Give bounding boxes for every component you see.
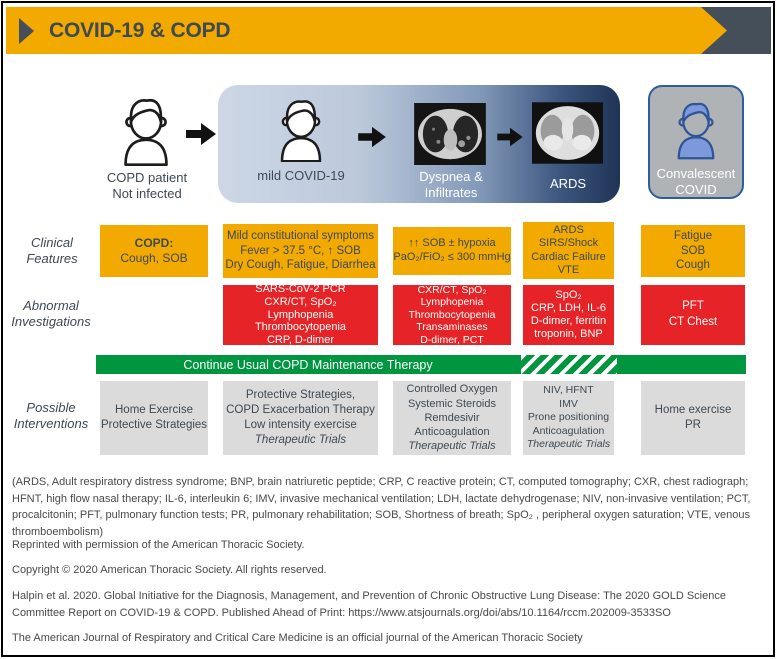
reprint-notice: Reprinted with permission of the America…	[12, 539, 305, 551]
intervention-box-ards: NIV, HFNT IMV Prone positioning Anticoag…	[523, 381, 614, 455]
abbreviations-text: (ARDS, Adult respiratory distress syndro…	[12, 476, 751, 538]
clinical-box-copd: COPD: Cough, SOB	[100, 225, 208, 277]
arrow-right-icon	[497, 126, 523, 148]
abnormal-box-mild: SARS-CoV-2 PCR CXR/CT, SpO₂ Lymphopenia …	[223, 283, 378, 346]
ct-scan-infiltrates-image	[414, 103, 486, 165]
journal-statement: The American Journal of Respiratory and …	[12, 632, 583, 644]
convalescent-panel	[648, 85, 744, 199]
clinical-box-mild: Mild constitutional symptoms Fever > 37.…	[223, 224, 378, 278]
arrow-right-icon	[186, 121, 216, 147]
clinical-box-convalescent: Fatigue SOB Cough	[641, 225, 745, 277]
mild-covid-patient-icon	[271, 96, 331, 163]
clinical-box-copd-heading: COPD:	[134, 236, 174, 250]
stage-label-mild-covid: mild COVID-19	[257, 168, 345, 183]
stage-label-convalescent: Convalescent COVID	[656, 166, 736, 198]
citation-text: Halpin et al. 2020. Global Initiative fo…	[12, 590, 726, 619]
intervention-box-dyspnea: Controlled Oxygen Systemic Steroids Remd…	[393, 381, 511, 455]
intervention-box-copd: Home Exercise Protective Strategies	[100, 381, 208, 455]
convalescent-patient-icon	[669, 98, 723, 160]
stage-label-infiltrates: Dyspnea & Infiltrates	[419, 169, 483, 201]
row-label-clinical-features: Clinical Features	[26, 235, 78, 267]
header-arrow-icon	[19, 18, 34, 44]
intervention-box-ards-text: NIV, HFNT IMV Prone positioning Anticoag…	[527, 383, 610, 437]
intervention-box-ards-trials: Therapeutic Trials	[526, 438, 611, 451]
maintenance-therapy-label: Continue Usual COPD Maintenance Therapy	[183, 357, 433, 372]
clinical-box-copd-text: Cough, SOB	[120, 251, 188, 265]
intervention-box-convalescent: Home exercise PR	[641, 381, 745, 455]
stage-label-ards: ARDS	[549, 176, 587, 191]
header-banner: COVID-19 & COPD	[6, 7, 727, 54]
intervention-box-dyspnea-text: Controlled Oxygen Systemic Steroids Remd…	[406, 383, 498, 439]
abnormal-box-dyspnea: CXR/CT, SpO₂ Lymphopenia Thrombocytopeni…	[393, 284, 511, 346]
copyright-notice: Copyright © 2020 American Thoracic Socie…	[12, 564, 327, 576]
arrow-right-icon	[358, 125, 386, 149]
intervention-box-mild-text: Protective Strategies, COPD Exacerbation…	[226, 389, 375, 431]
row-label-abnormal-investigations: Abnormal Investigations	[11, 298, 91, 330]
clinical-box-dyspnea: ↑↑ SOB ± hypoxia PaO₂/FiO₂ ≤ 300 mmHg	[393, 227, 511, 275]
intervention-box-mild-trials: Therapeutic Trials	[254, 433, 347, 446]
clinical-box-ards: ARDS SIRS/Shock Cardiac Failure VTE	[523, 222, 614, 279]
intervention-box-dyspnea-trials: Therapeutic Trials	[408, 440, 496, 453]
intervention-box-mild: Protective Strategies, COPD Exacerbation…	[223, 381, 378, 455]
copd-patient-icon	[114, 94, 178, 166]
ct-scan-ards-image	[532, 102, 603, 164]
abnormal-box-convalescent: PFT CT Chest	[641, 285, 745, 345]
abnormal-box-ards: SpO₂ CRP, LDH, IL-6 D-dimer, ferritin tr…	[523, 285, 614, 345]
page-title: COVID-19 & COPD	[49, 18, 231, 42]
row-label-possible-interventions: Possible Interventions	[13, 400, 89, 432]
stage-label-copd-patient: COPD patient Not infected	[106, 170, 188, 202]
maintenance-bar-hatched-section	[521, 355, 617, 374]
